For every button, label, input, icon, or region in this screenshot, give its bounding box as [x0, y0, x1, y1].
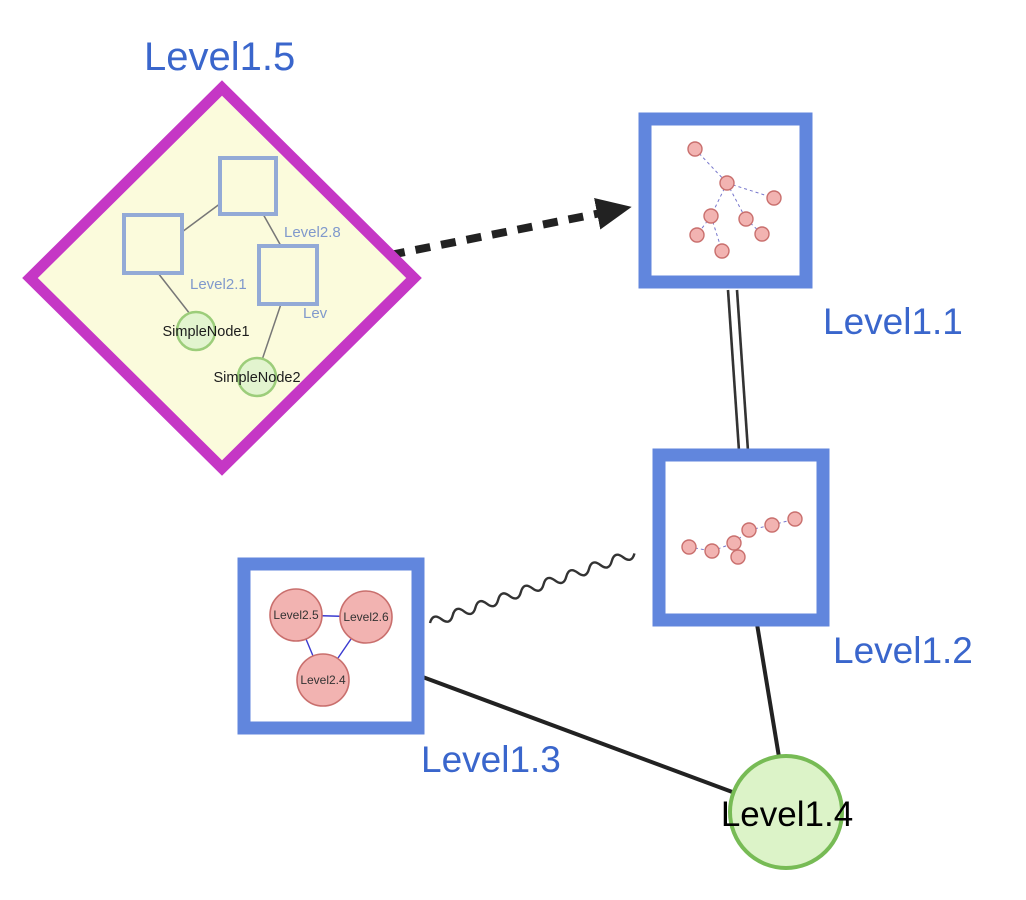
mini-graph-node[interactable]: [714, 243, 730, 259]
inner-edge-squareB-squareA[interactable]: [181, 202, 222, 233]
mini-graph-node[interactable]: [689, 227, 705, 243]
inner-square-node-level28[interactable]: [218, 156, 278, 216]
child-node-level25[interactable]: [269, 588, 323, 642]
simple-node-1[interactable]: [175, 310, 217, 352]
group-inner-edges: [157, 202, 282, 361]
simple-node-2[interactable]: [236, 356, 278, 398]
mini-edge: [694, 148, 728, 184]
node-level14-shape[interactable]: [728, 754, 844, 870]
node-level13-child-graph: Level2.5 Level2.6 Level2.4: [269, 588, 393, 707]
inner-edge-squareA-squareC[interactable]: [262, 213, 282, 247]
inner-square-label-level21: Level2.1: [190, 276, 247, 293]
edge-level15-to-level11-dashed-arrow[interactable]: [389, 198, 632, 259]
edge-level11-to-level12-double-line[interactable]: [726, 289, 750, 452]
mini-graph-node[interactable]: [766, 190, 782, 206]
child-node-level25-label: Level2.5: [273, 608, 319, 622]
edge-level12-to-level14[interactable]: [755, 623, 781, 758]
mini-graph-node[interactable]: [719, 175, 735, 191]
mini-graph-node[interactable]: [730, 549, 746, 565]
child-node-level24-label: Level2.4: [300, 673, 346, 687]
inner-square-label-level28: Level2.8: [284, 224, 341, 241]
node-level11: Level1.1: [638, 112, 963, 342]
edge-level13-to-level12-wavy[interactable]: [428, 549, 636, 627]
simple-node-2-label: SimpleNode2: [213, 370, 300, 386]
node-level12-shape[interactable]: [652, 448, 830, 627]
node-level14: Level1.4: [721, 754, 853, 870]
node-level14-label: Level1.4: [721, 795, 853, 834]
group-node-level15-shape[interactable]: [22, 80, 422, 476]
mini-graph-node[interactable]: [704, 543, 720, 559]
node-level11-mini-graph: [687, 141, 782, 259]
child-node-level24[interactable]: [296, 653, 350, 707]
child-node-level26[interactable]: [339, 590, 393, 644]
mini-graph-node[interactable]: [787, 511, 803, 527]
mini-graph-node[interactable]: [738, 211, 754, 227]
node-level13: Level2.5 Level2.6 Level2.4 Level1.3: [237, 557, 561, 780]
top-level-edges: [389, 198, 781, 795]
mini-edge: [726, 182, 775, 199]
node-level11-label: Level1.1: [823, 301, 963, 342]
node-level12: Level1.2: [652, 448, 973, 671]
inner-square-node-lev[interactable]: [257, 244, 319, 306]
inner-edge-squareB-simplenode1[interactable]: [157, 272, 191, 315]
node-level12-label: Level1.2: [833, 630, 973, 671]
node-level13-label: Level1.3: [421, 739, 561, 780]
mini-graph-node[interactable]: [726, 535, 742, 551]
group-node-level15: Level1.5 Level2.8 Level2.1 Lev SimpleNod…: [22, 35, 422, 476]
mini-graph-node[interactable]: [754, 226, 770, 242]
mini-graph-node[interactable]: [764, 517, 780, 533]
mini-graph-node[interactable]: [703, 208, 719, 224]
mini-graph-node[interactable]: [741, 522, 757, 538]
inner-edge-squareC-simplenode2[interactable]: [261, 303, 282, 361]
child-node-level26-label: Level2.6: [343, 610, 389, 624]
group-node-level15-label: Level1.5: [144, 35, 295, 79]
mini-graph-node[interactable]: [681, 539, 697, 555]
inner-square-node-level21[interactable]: [122, 213, 184, 275]
inner-square-label-lev: Lev: [303, 305, 328, 322]
node-level12-mini-graph: [681, 511, 803, 565]
simple-node-1-label: SimpleNode1: [162, 324, 249, 340]
mini-graph-node[interactable]: [687, 141, 703, 157]
edge-level13-to-level14[interactable]: [419, 674, 736, 795]
